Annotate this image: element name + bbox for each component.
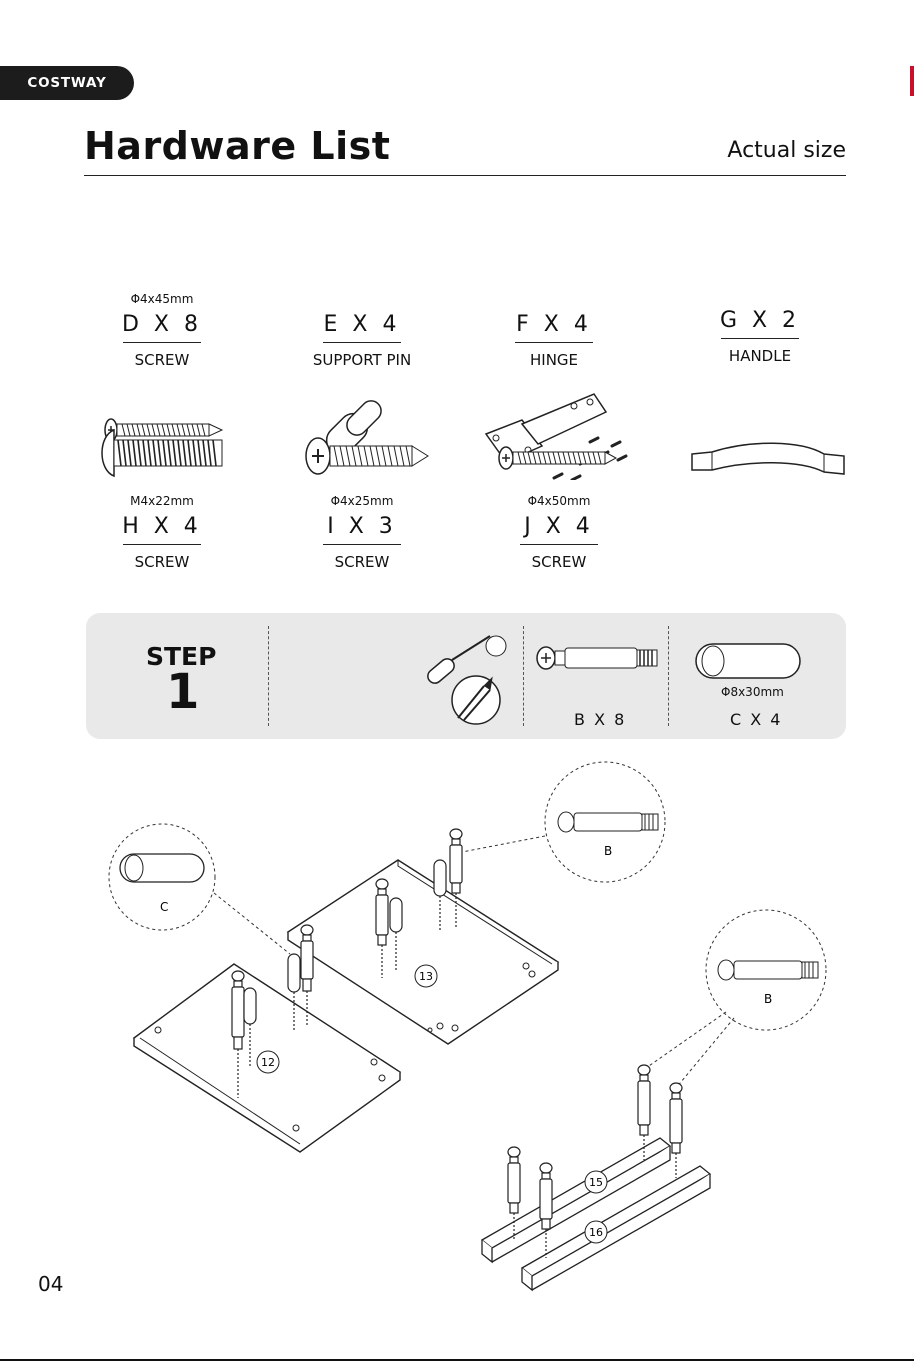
item-quantity: G X 2	[690, 308, 830, 333]
item-spec	[484, 292, 624, 308]
cam-bolt-icon	[670, 1083, 682, 1178]
item-name: SUPPORT PIN	[292, 351, 432, 369]
panel-label: 12	[261, 1056, 275, 1069]
hardware-item-d: Φ4x45mm D X 8 SCREW	[92, 292, 232, 369]
handle-icon	[692, 443, 844, 474]
page-number: 04	[38, 1272, 63, 1296]
screwdriver-icon	[425, 636, 506, 724]
hardware-item-g: G X 2 HANDLE	[690, 288, 830, 365]
item-spec: Φ4x45mm	[92, 292, 232, 308]
step-number: 1	[166, 664, 199, 720]
hardware-item-e: E X 4 SUPPORT PIN	[292, 292, 432, 369]
page-title: Hardware List	[84, 124, 390, 168]
bolt-icon	[102, 430, 222, 476]
hardware-item-j: Φ4x50mm J X 4 SCREW	[489, 494, 629, 571]
panel-12: 12	[134, 964, 400, 1152]
item-spec	[690, 288, 830, 304]
item-underline	[515, 342, 593, 343]
cam-bolt-icon	[537, 647, 657, 669]
item-quantity: E X 4	[292, 312, 432, 337]
item-spec: M4x22mm	[92, 494, 232, 510]
item-name: SCREW	[92, 553, 232, 571]
item-underline	[323, 544, 401, 545]
item-underline	[323, 342, 401, 343]
item-quantity: F X 4	[484, 312, 624, 337]
screw-icon	[105, 419, 222, 441]
item-name: HANDLE	[690, 347, 830, 365]
panel-label: 16	[589, 1226, 603, 1239]
bottom-rule	[0, 1359, 914, 1361]
title-divider	[84, 175, 846, 176]
panel-13: 13	[288, 860, 558, 1044]
item-name: SCREW	[92, 351, 232, 369]
step-part-c-spec: Φ8x30mm	[721, 685, 784, 699]
page-edge-mark	[910, 66, 914, 96]
item-quantity: D X 8	[92, 312, 232, 337]
callout-label: C	[160, 900, 168, 914]
callout-b-upper: B	[462, 762, 665, 882]
item-underline	[520, 544, 598, 545]
item-name: SCREW	[489, 553, 629, 571]
item-underline	[123, 342, 201, 343]
callout-label: B	[764, 992, 772, 1006]
callout-b-lower: B	[646, 910, 826, 1088]
hardware-item-i: Φ4x25mm I X 3 SCREW	[292, 494, 432, 571]
item-spec: Φ4x25mm	[292, 494, 432, 510]
hardware-item-f: F X 4 HINGE	[484, 292, 624, 369]
step-part-c-quantity: C X 4	[730, 710, 782, 729]
brand-name: COSTWAY	[27, 75, 106, 91]
screw-icon	[306, 438, 428, 474]
assembly-diagram: C B B 13	[0, 750, 914, 1310]
item-name: HINGE	[484, 351, 624, 369]
hardware-item-h: M4x22mm H X 4 SCREW	[92, 494, 232, 571]
callout-c: C	[109, 824, 290, 954]
item-name: SCREW	[292, 553, 432, 571]
step-part-b-quantity: B X 8	[574, 710, 626, 729]
item-quantity: I X 3	[292, 514, 432, 539]
item-underline	[721, 338, 799, 339]
step-divider	[268, 626, 269, 726]
item-underline	[123, 544, 201, 545]
panel-label: 15	[589, 1176, 603, 1189]
page-subtitle: Actual size	[727, 138, 846, 163]
item-quantity: H X 4	[92, 514, 232, 539]
callout-label: B	[604, 844, 612, 858]
cam-bolt-icon	[540, 1163, 552, 1258]
brand-logo: COSTWAY	[0, 66, 134, 100]
panel-label: 13	[419, 970, 433, 983]
dowel-icon	[696, 644, 800, 678]
item-quantity: J X 4	[489, 514, 629, 539]
item-spec	[292, 292, 432, 308]
item-spec: Φ4x50mm	[489, 494, 629, 510]
